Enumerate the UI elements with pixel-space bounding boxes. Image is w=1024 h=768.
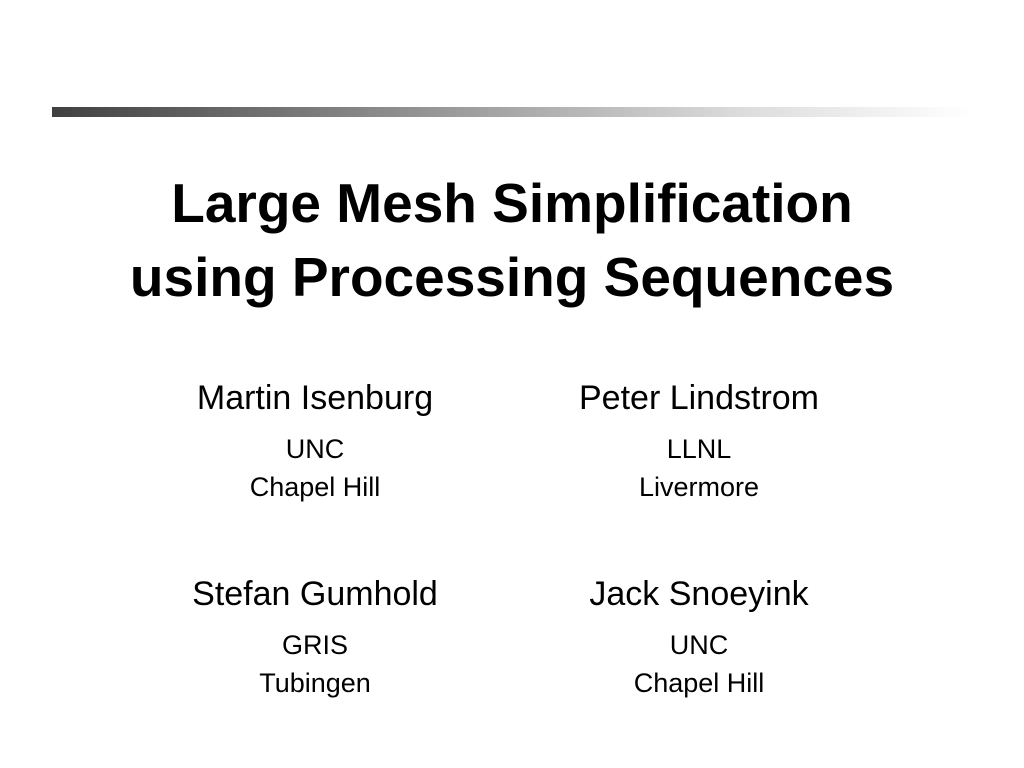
author-affiliation-institution: UNC	[669, 630, 729, 660]
author-affiliation-location: Livermore	[638, 472, 760, 502]
author-name: Jack Snoeyink	[589, 575, 809, 613]
author-affiliation-institution: LLNL	[666, 434, 732, 464]
author-name: Stefan Gumhold	[192, 575, 438, 613]
title-line-1: Large Mesh Simplification	[171, 172, 853, 234]
author-affiliation-institution: UNC	[285, 434, 345, 464]
author-block-2: Peter Lindstrom LLNL Livermore	[529, 378, 869, 506]
author-affiliation-institution: GRIS	[281, 630, 348, 660]
author-affiliation-location: Tubingen	[259, 668, 371, 698]
author-name: Martin Isenburg	[196, 379, 434, 417]
author-affiliation-location: Chapel Hill	[249, 472, 381, 502]
author-block-4: Jack Snoeyink UNC Chapel Hill	[529, 574, 869, 702]
author-block-3: Stefan Gumhold GRIS Tubingen	[145, 574, 485, 702]
author-affiliation-location: Chapel Hill	[633, 668, 765, 698]
author-name: Peter Lindstrom	[579, 379, 819, 417]
title-line-2: using Processing Sequences	[129, 246, 895, 308]
author-block-1: Martin Isenburg UNC Chapel Hill	[145, 378, 485, 506]
gradient-divider-bar	[52, 107, 972, 117]
slide-title: Large Mesh Simplification using Processi…	[0, 166, 1024, 314]
